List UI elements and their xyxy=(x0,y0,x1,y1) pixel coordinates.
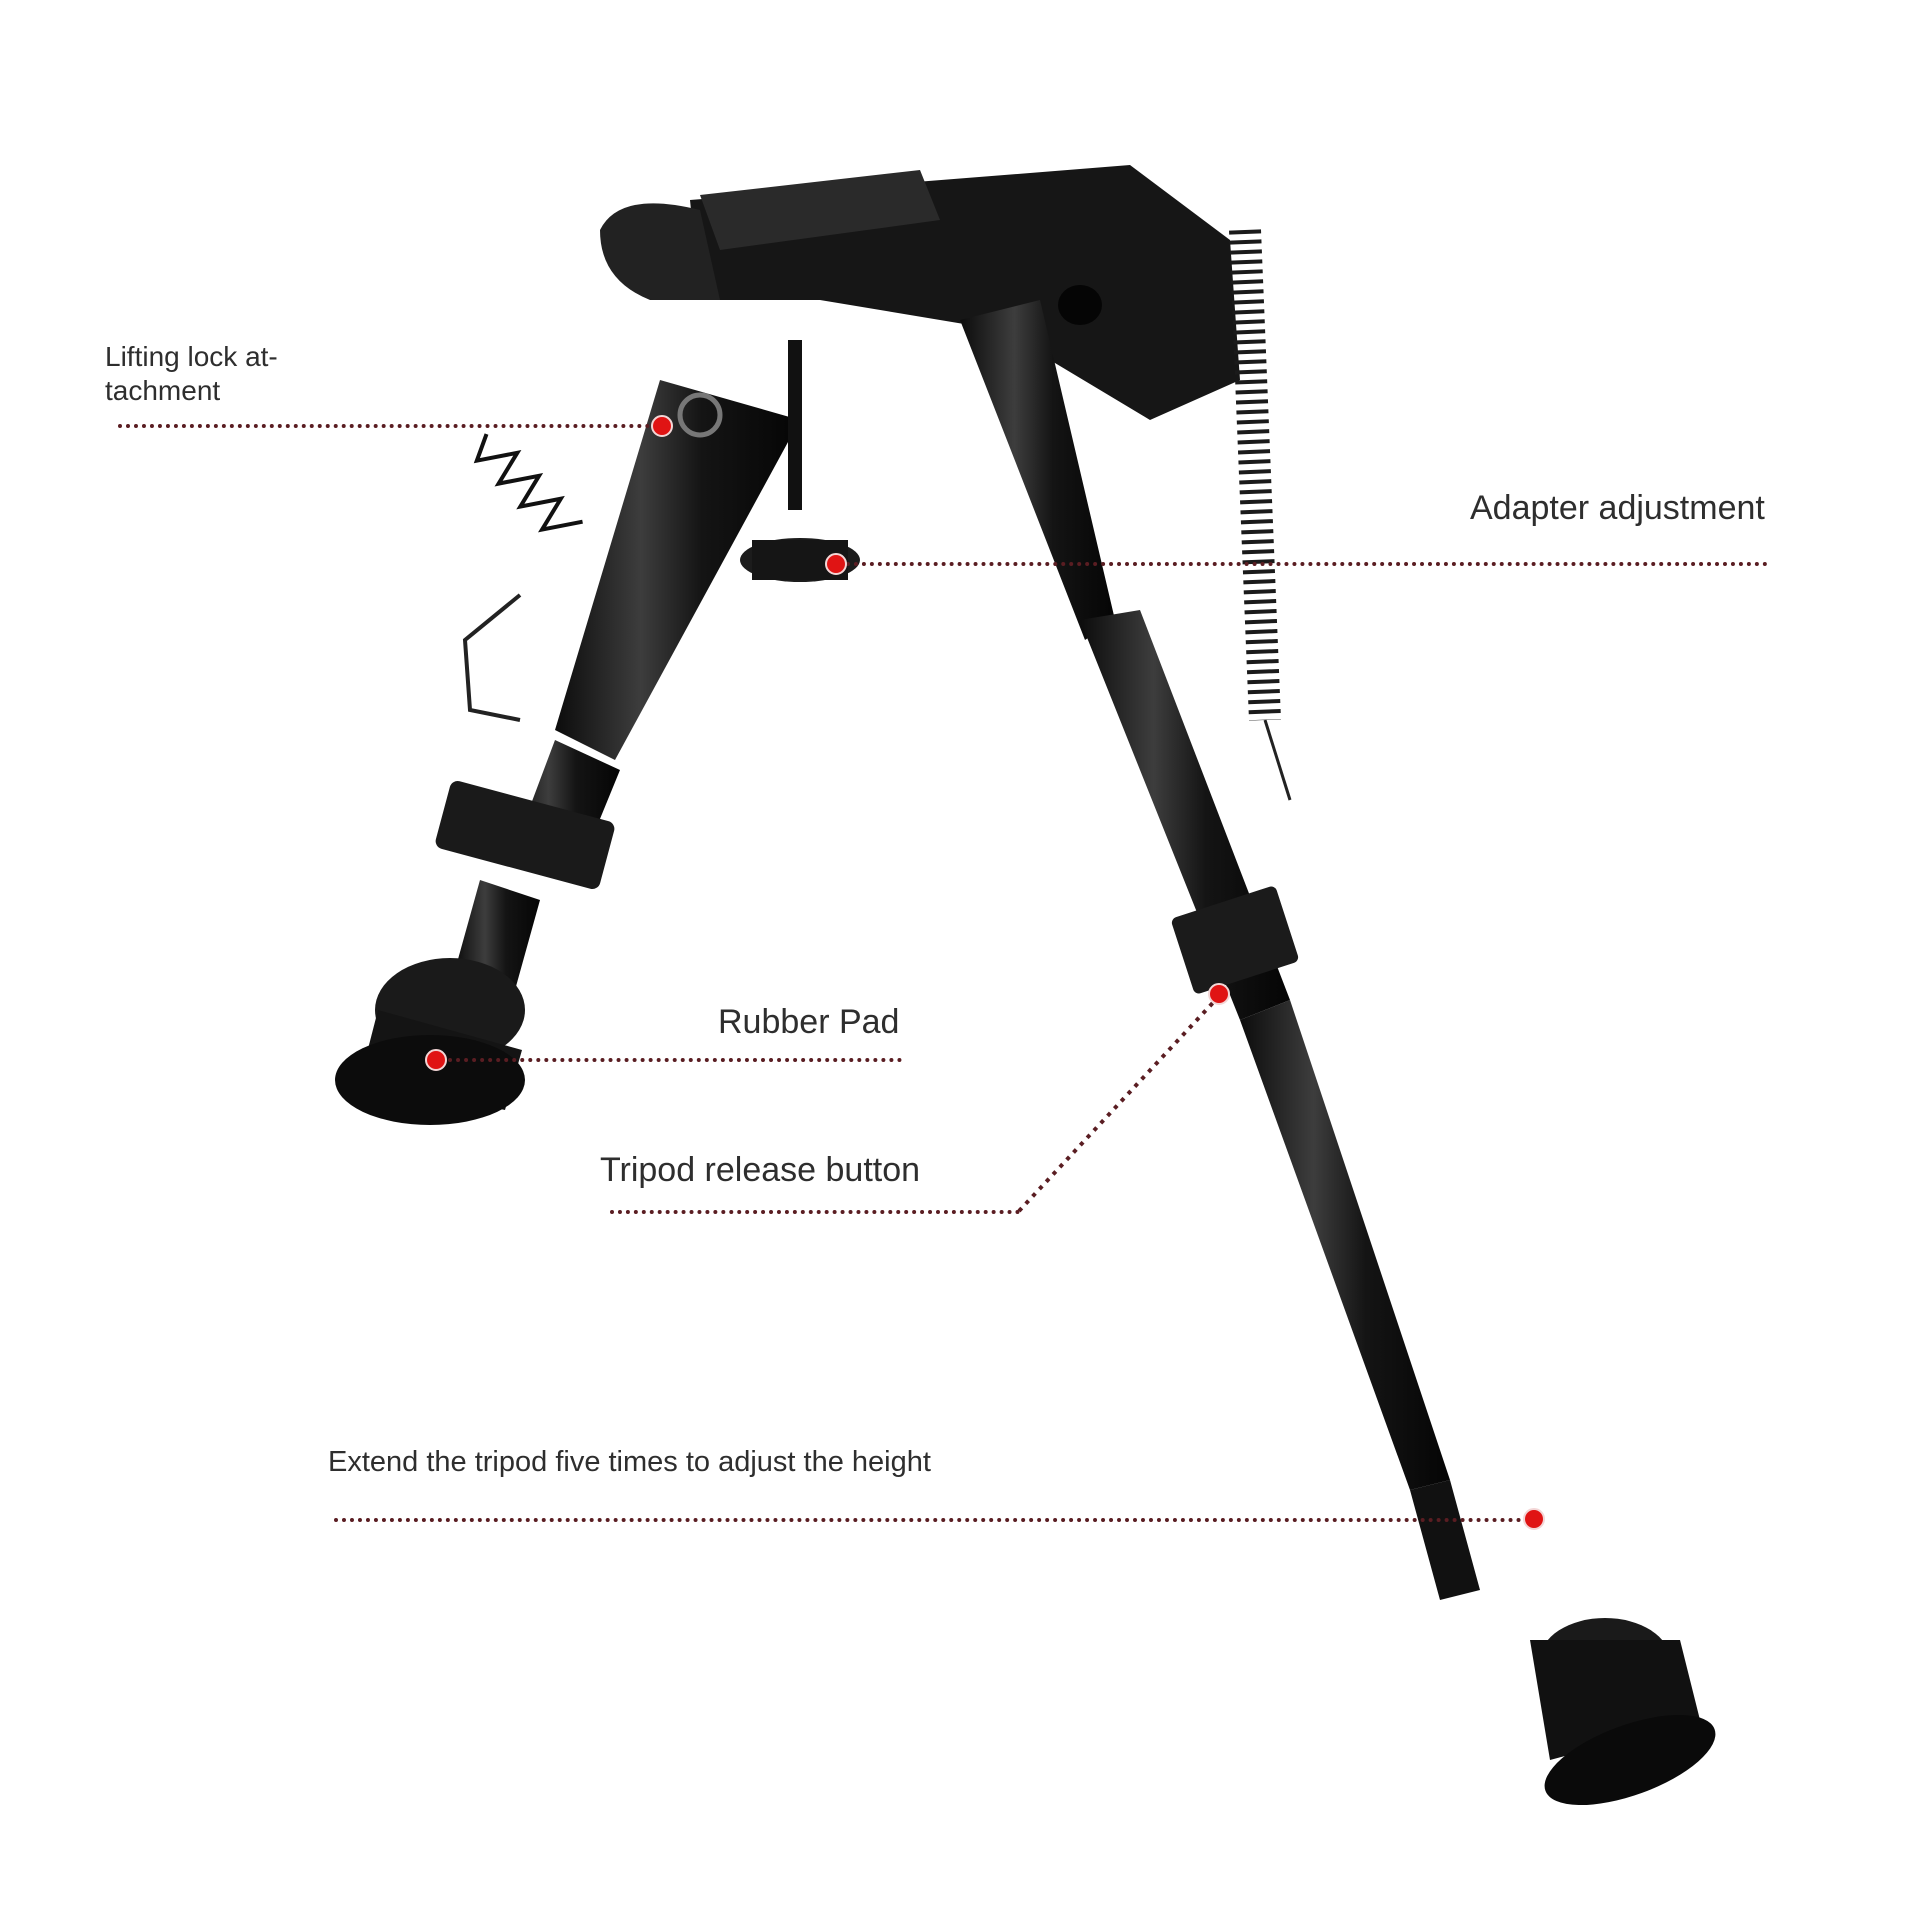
adapter-knob xyxy=(740,340,860,582)
right-leg xyxy=(960,229,1716,1806)
callout-label-tripod-release: Tripod release button xyxy=(600,1151,921,1189)
callout-dot-rubber-pad xyxy=(425,1049,447,1071)
top-mount xyxy=(600,165,1240,420)
leader-line-extend-height xyxy=(334,1518,1530,1522)
callout-label-rubber-pad: Rubber Pad xyxy=(718,1003,900,1041)
leader-line-tripod-release-diagonal xyxy=(1017,991,1224,1213)
callout-label-lifting-lock: Lifting lock at- tachment xyxy=(105,341,278,406)
leader-line-lifting-lock xyxy=(118,424,658,428)
callout-dot-extend-height xyxy=(1523,1508,1545,1530)
leader-line-tripod-release xyxy=(610,1210,1020,1214)
callout-label-extend-height: Extend the tripod five times to adjust t… xyxy=(328,1446,931,1478)
callout-dot-tripod-release xyxy=(1208,983,1230,1005)
callout-label-adapter-adjustment: Adapter adjustment xyxy=(1470,489,1765,527)
leader-line-adapter-adjustment xyxy=(838,562,1768,566)
left-leg xyxy=(335,380,800,1125)
leader-line-rubber-pad xyxy=(440,1058,902,1062)
callout-dot-lifting-lock xyxy=(651,415,673,437)
callout-dot-adapter-adjustment xyxy=(825,553,847,575)
